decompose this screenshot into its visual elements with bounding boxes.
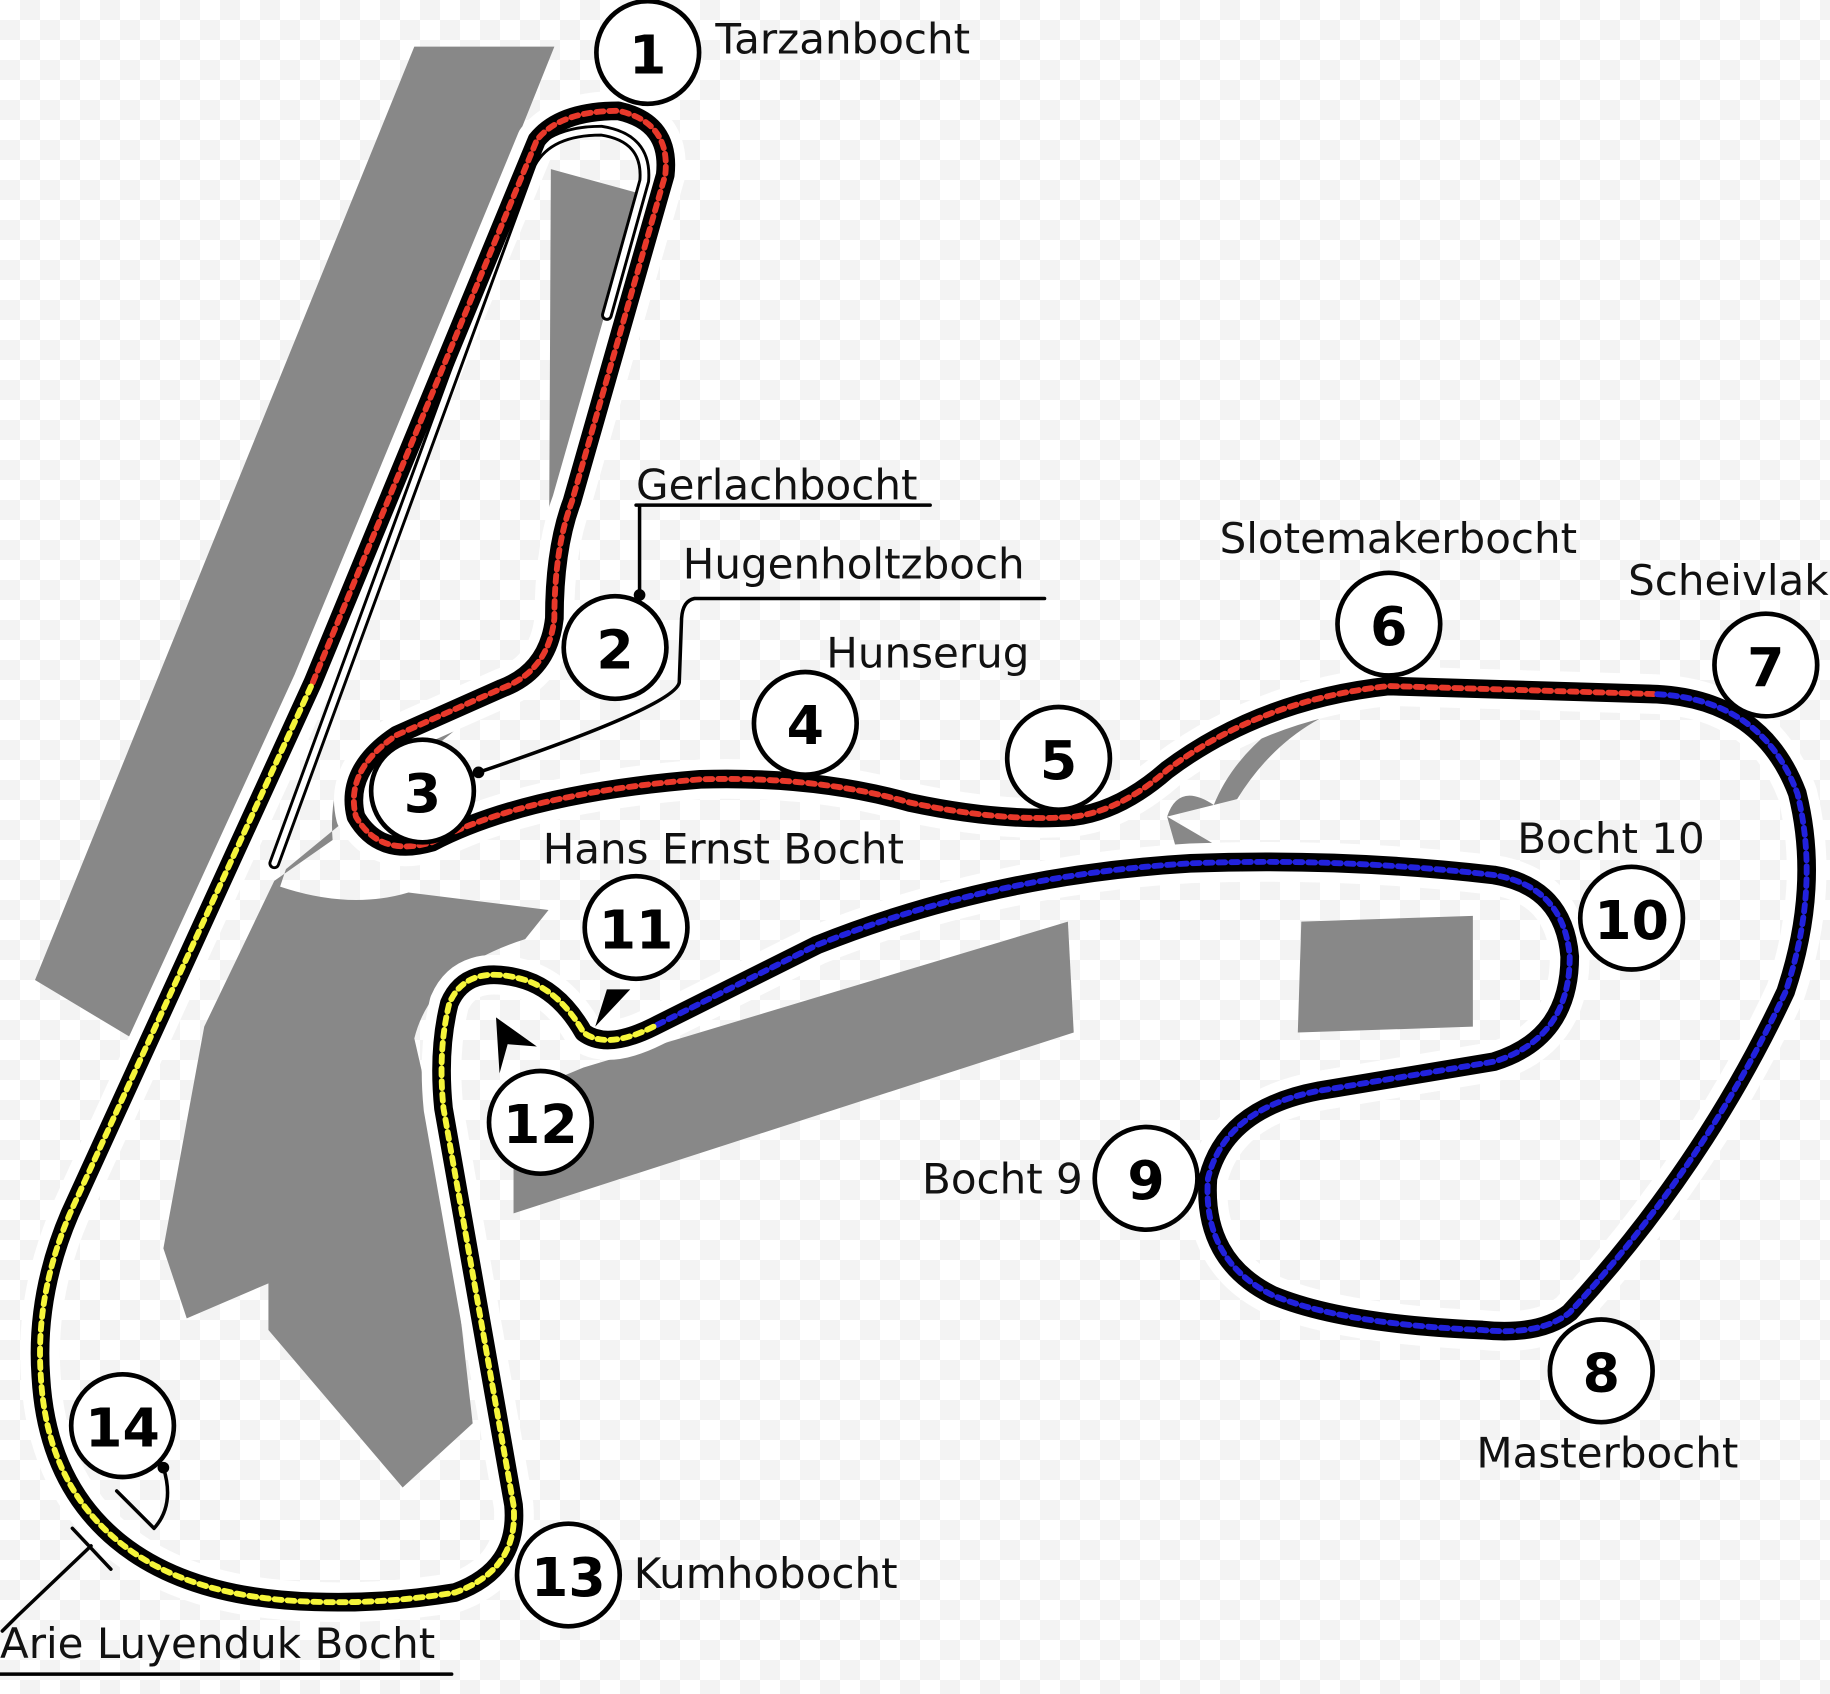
infield-areas [35, 46, 1473, 1488]
direction-arrow-icon [496, 1017, 537, 1074]
turn-marker-14[interactable] [68, 1372, 177, 1480]
turn-marker-10[interactable] [1577, 864, 1686, 972]
turn-number: 3 [404, 762, 441, 825]
leader-line-hugenholtzboch [476, 596, 1047, 775]
turn-name-bocht-9: Bocht 9 [922, 1155, 1083, 1204]
turn-marker-12[interactable] [486, 1068, 595, 1177]
turn-name-masterbocht: Masterbocht [1476, 1429, 1738, 1478]
turn-name-gerlachbocht: Gerlachbocht [636, 460, 917, 509]
turn-marker-7[interactable] [1712, 611, 1820, 719]
turn-name-slotemakerbocht: Slotemakerbocht [1220, 514, 1578, 563]
turn-marker-9[interactable] [1092, 1124, 1200, 1233]
sector-3 [37, 679, 657, 1606]
paddock-area [163, 169, 637, 1488]
turn-number: 5 [1040, 729, 1077, 792]
turn-marker-3[interactable] [368, 737, 477, 845]
turn-name-hans-ernst-bocht: Hans Ernst Bocht [543, 824, 904, 873]
leader-line-gerlachbocht [634, 503, 932, 597]
leader-line-arie-luyenduk [0, 1465, 454, 1676]
crossover-area [1167, 700, 1366, 858]
turn-number: 1 [629, 23, 666, 86]
turn-number: 11 [599, 898, 674, 961]
turn-name-scheivlak: Scheivlak [1628, 556, 1829, 605]
grandstand-area [35, 46, 555, 1050]
service-road-area [513, 921, 1074, 1214]
turn-name-kumhobocht: Kumhobocht [634, 1549, 898, 1598]
turn-name-hugenholtzboch: Hugenholtzboch [683, 540, 1025, 589]
turn-number: 14 [85, 1397, 160, 1460]
turn-name-hunserug: Hunserug [826, 628, 1029, 677]
turn-name-bocht-10: Bocht 10 [1517, 814, 1705, 863]
turn-number: 12 [503, 1093, 578, 1156]
turn-marker-2[interactable] [561, 593, 669, 702]
turn-number: 10 [1594, 889, 1669, 952]
turn-number: 13 [531, 1546, 606, 1609]
turn-marker-8[interactable] [1547, 1317, 1655, 1425]
turn-marker-11[interactable] [582, 873, 690, 982]
turn-number: 2 [596, 618, 633, 681]
turn-name-arie-luyenduk-bocht: Arie Luyenduk Bocht [0, 1619, 435, 1668]
turn-number: 9 [1127, 1149, 1164, 1212]
turn-number: 7 [1747, 636, 1784, 699]
turn-marker-6[interactable] [1335, 570, 1443, 678]
turn-number: 6 [1370, 595, 1407, 658]
turn-number: 8 [1583, 1342, 1620, 1405]
sector-2 [650, 691, 1810, 1335]
turn-number: 4 [787, 694, 824, 757]
turn-name-tarzanbocht: Tarzanbocht [714, 15, 970, 64]
turn-marker-1[interactable] [594, 0, 702, 107]
turn-marker-13[interactable] [514, 1521, 623, 1629]
turn-marker-4[interactable] [751, 669, 859, 777]
building-area [1297, 915, 1473, 1033]
turn-marker-5[interactable] [1004, 704, 1113, 812]
